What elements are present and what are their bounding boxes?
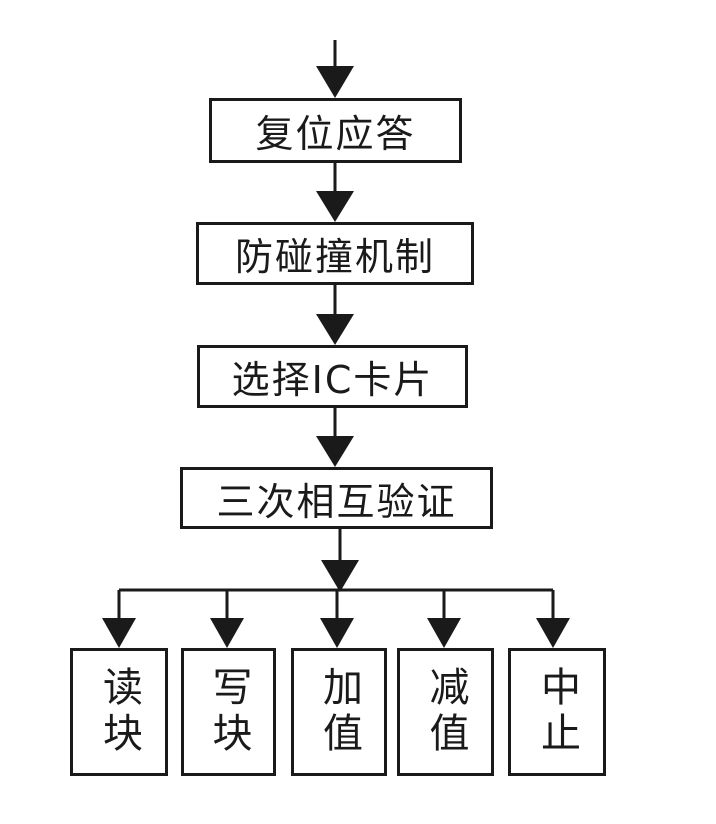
step-anticollision: 防碰撞机制 [196, 222, 474, 285]
arrowhead-step4 [316, 436, 354, 467]
arrowhead-read-block [102, 618, 136, 648]
arrowhead-entry [316, 66, 354, 98]
op-write-block: 写块 [181, 648, 276, 776]
op-subtract-value: 减值 [397, 648, 494, 776]
arrowhead-subtract-value [427, 618, 461, 648]
arrowhead-abort [536, 618, 570, 648]
arrowhead-write-block [210, 618, 244, 648]
op-add-value: 加值 [291, 648, 387, 776]
arrowhead-add-value [320, 618, 354, 648]
step-select-card: 选择IC卡片 [197, 345, 468, 408]
arrowhead-step3 [316, 314, 354, 345]
step-mutual-authentication: 三次相互验证 [180, 467, 493, 529]
arrowhead-step2 [316, 191, 354, 222]
step-reset-answer: 复位应答 [209, 98, 462, 163]
op-abort: 中止 [508, 648, 606, 776]
op-read-block: 读块 [70, 648, 168, 776]
arrowhead-branch [321, 560, 359, 592]
